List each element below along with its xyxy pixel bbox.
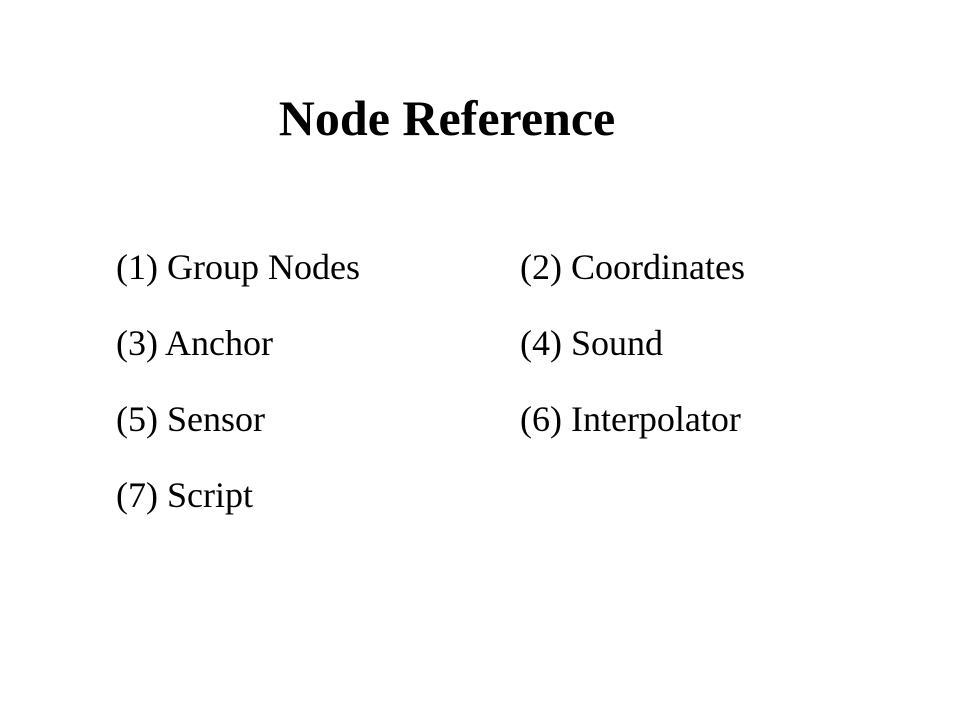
list-item-sound: (4) Sound <box>520 323 663 363</box>
list-item-coordinates: (2) Coordinates <box>520 247 745 287</box>
list-item-interpolator: (6) Interpolator <box>520 399 741 439</box>
slide-title: Node Reference <box>278 90 616 146</box>
list-item-anchor: (3) Anchor <box>116 323 273 363</box>
list-item-script: (7) Script <box>116 475 253 515</box>
list-item-group-nodes: (1) Group Nodes <box>116 247 360 287</box>
list-item-sensor: (5) Sensor <box>116 399 265 439</box>
